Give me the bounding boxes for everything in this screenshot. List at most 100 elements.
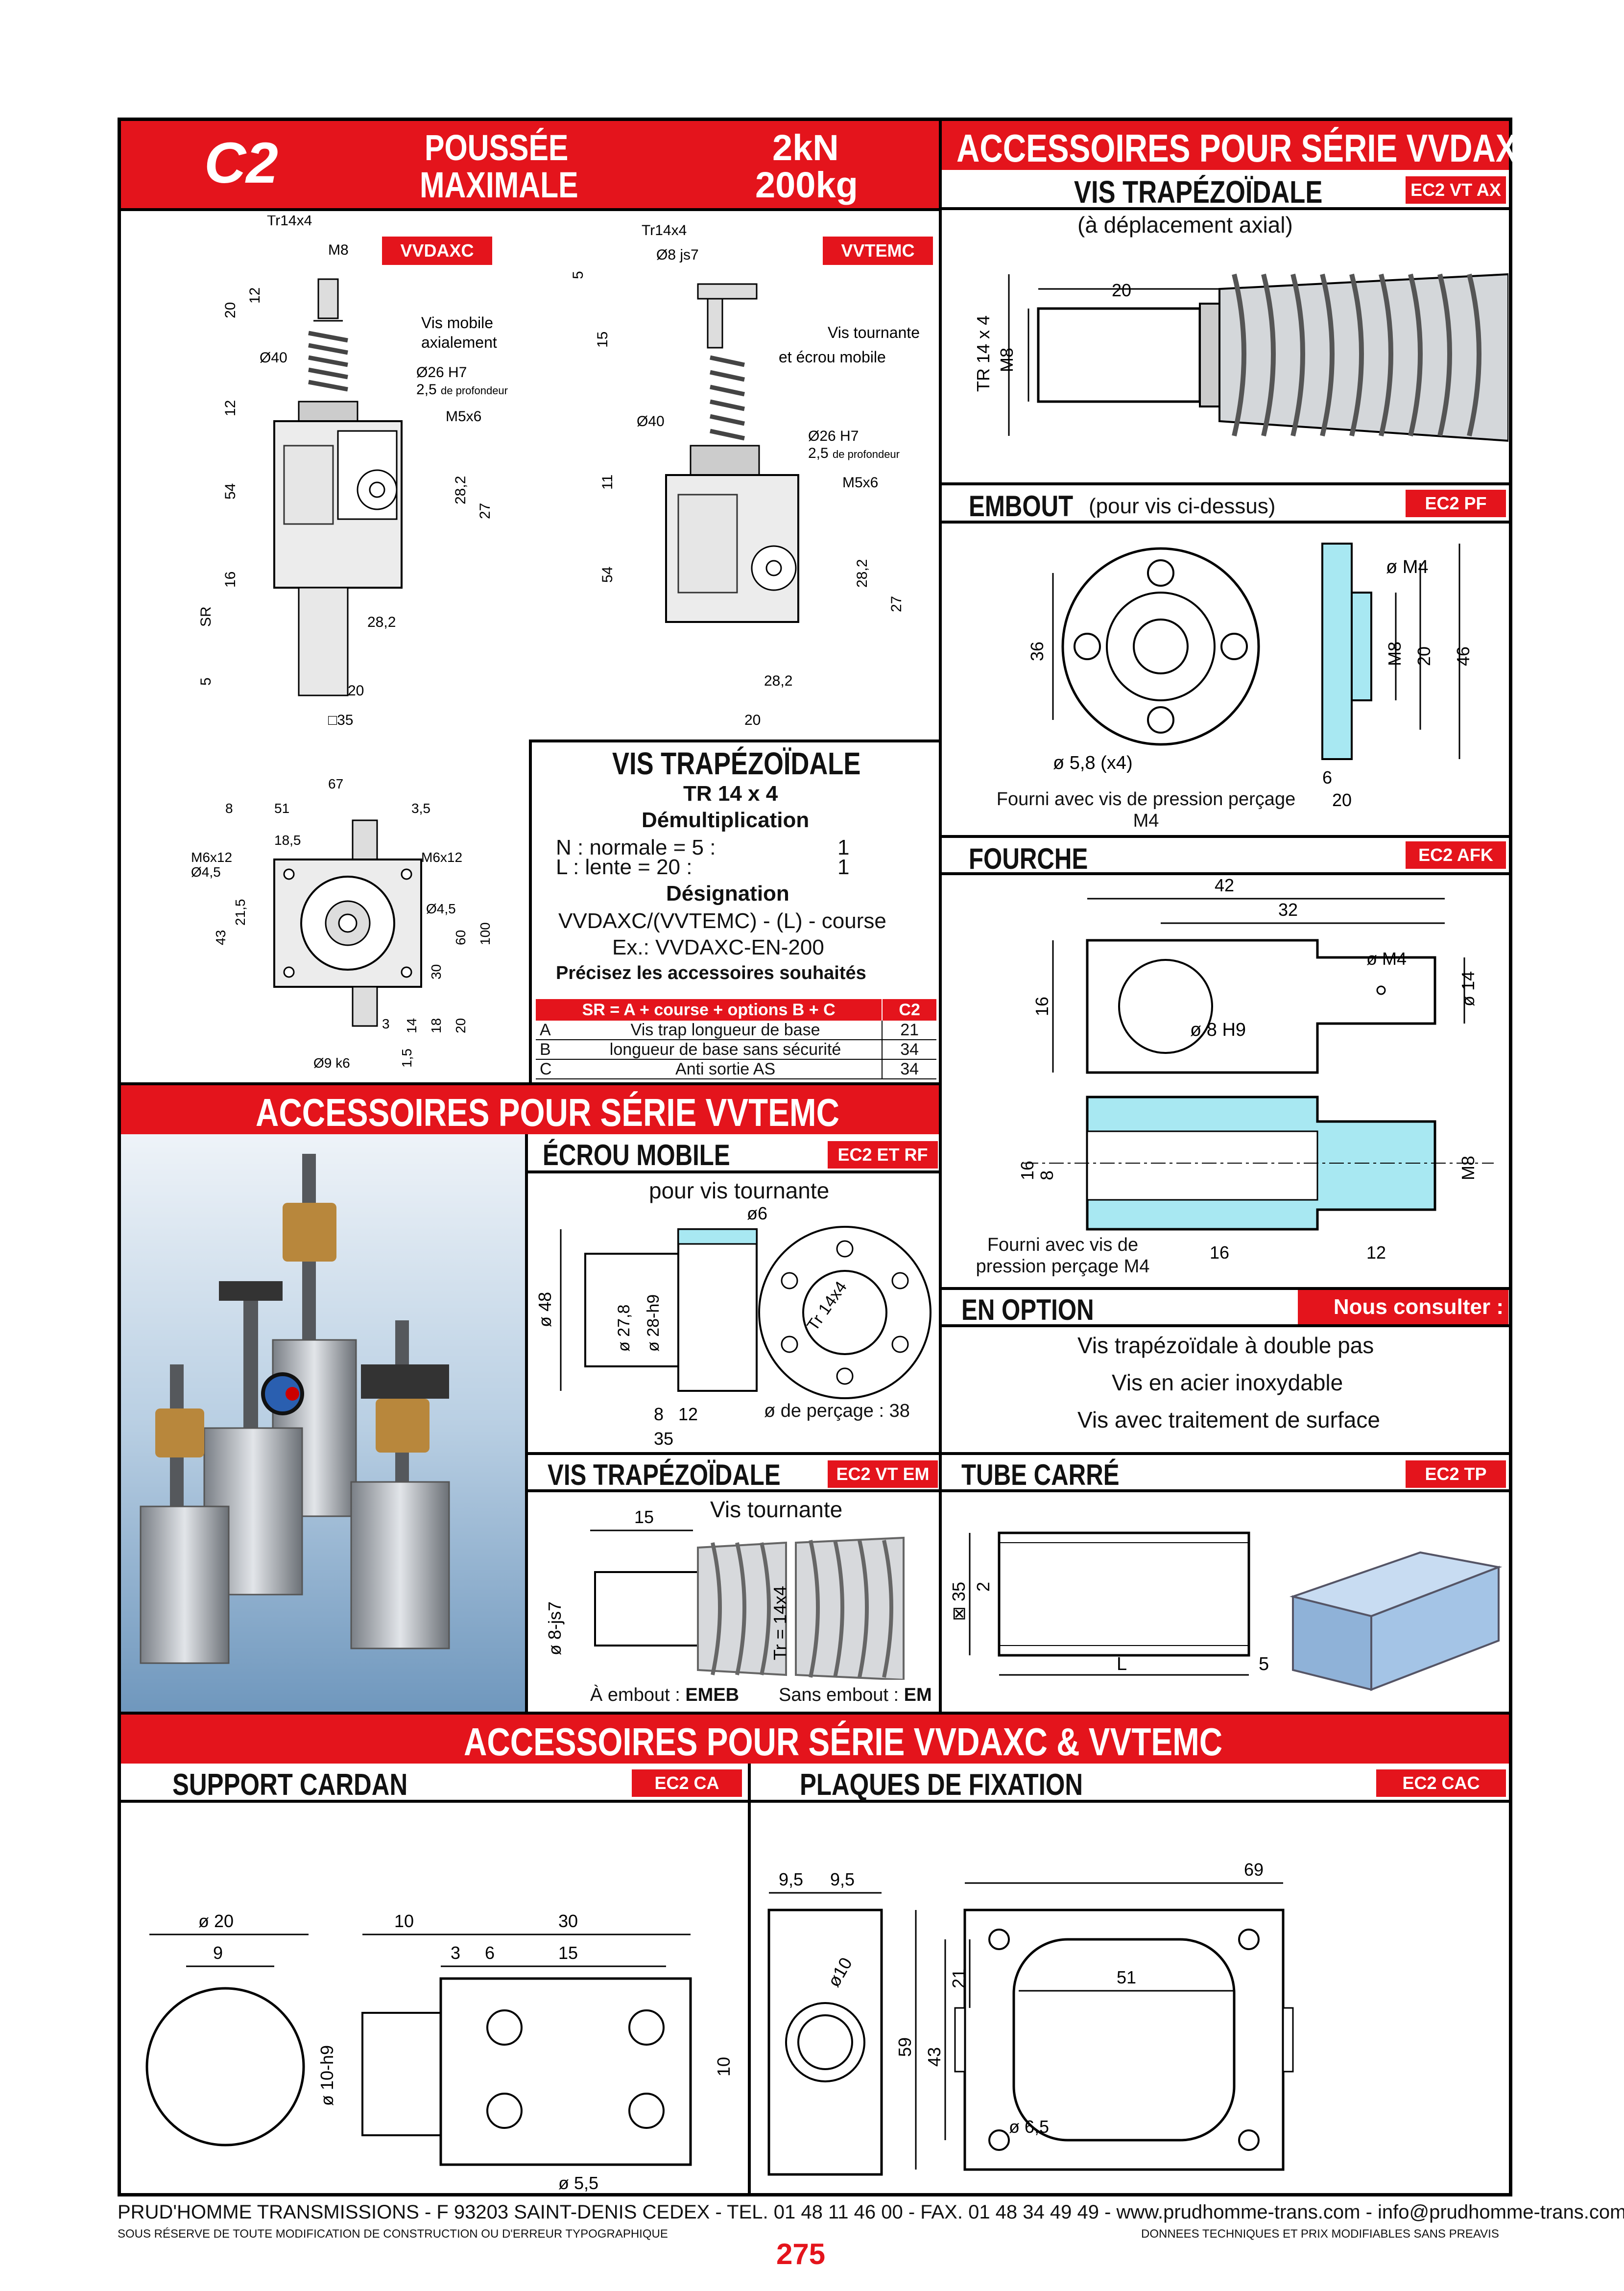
svg-text:18,5: 18,5 [274,833,301,848]
svg-text:ø 10-h9: ø 10-h9 [317,2045,337,2106]
header-bar-vvdaxc: ACCESSOIRES POUR SÉRIE VVDAXC [942,121,1540,170]
product-photo [121,1134,525,1712]
svg-text:M8: M8 [1385,642,1405,666]
vis-spec-demul: Démultiplication [642,808,810,832]
svg-text:Ø8 js7: Ø8 js7 [656,247,699,263]
screw-axial-drawing: 20 TR 14 x 4 M8 [973,273,1508,442]
svg-text:54: 54 [599,567,616,583]
svg-text:M6x12: M6x12 [421,850,462,865]
embout-note: Fourni avec vis de pression perçage M4 [996,789,1296,831]
svg-text:28,2: 28,2 [854,559,870,588]
code-ec2-vt-ax: EC2 VT AX [1406,176,1506,204]
cardan-header: SUPPORT CARDAN [121,1764,748,1803]
svg-text:21: 21 [949,1969,969,1988]
svg-text:Ø26 H7: Ø26 H7 [416,364,467,381]
sr-row-val: 21 [882,1021,936,1039]
svg-text:46: 46 [1453,646,1473,666]
svg-text:5: 5 [570,271,586,279]
vis-spec-des-line: VVDAXC/(VVTEMC) - (L) - course [558,909,886,933]
svg-text:2,5: 2,5 [416,382,437,398]
svg-text:Vis tournante: Vis tournante [828,324,920,341]
svg-text:43: 43 [213,930,228,945]
svg-text:20: 20 [744,712,761,728]
svg-text:16: 16 [1210,1242,1229,1259]
svg-text:42: 42 [1215,877,1234,895]
sr-row-desc: Anti sortie AS [675,1060,776,1078]
svg-text:3: 3 [451,1943,460,1963]
option-title: EN OPTION [961,1293,1094,1326]
divider-vvtemc [121,1082,942,1085]
svg-text:8: 8 [654,1404,664,1424]
svg-text:20: 20 [1112,280,1131,300]
sr-row-desc: longueur de base sans sécurité [609,1040,841,1059]
svg-text:15: 15 [634,1507,654,1527]
svg-text:ø 14: ø 14 [1458,971,1478,1006]
plaques-drawing: 9,5 9,5 ø10 69 51 ø 6,5 59 43 21 [767,1860,1294,2176]
svg-text:20: 20 [1414,646,1434,666]
svg-text:100: 100 [478,922,493,945]
vis-axial-header: VIS TRAPÉZOÏDALE [942,170,1509,210]
svg-text:8: 8 [1037,1170,1057,1180]
svg-text:ø M4: ø M4 [1366,949,1407,969]
sr-table-header: SR = A + course + options B + C [582,1001,836,1019]
sr-row-code: C [540,1060,552,1078]
divider-option [942,1287,1509,1290]
vis-spec-example: Ex.: VVDAXC-EN-200 [612,935,824,959]
svg-text:de profondeur: de profondeur [441,384,508,397]
svg-text:20: 20 [453,1018,468,1033]
svg-text:27: 27 [888,596,905,612]
section-title-both: ACCESSOIRES POUR SÉRIE VVDAXC & VVTEMC [464,1720,1223,1764]
footer-left-note: SOUS RÉSERVE DE TOUTE MODIFICATION DE CO… [118,2227,668,2241]
sr-row-desc: Vis trap longueur de base [630,1021,820,1039]
svg-text:SR: SR [198,606,214,627]
svg-text:3: 3 [382,1016,390,1031]
svg-text:28,2: 28,2 [764,673,792,689]
vis-spec-designation: Désignation [666,882,789,906]
ecrou-percage: ø de perçage : 38 [764,1401,910,1421]
vis-spec-lente: L : lente = 20 : [556,855,693,879]
svg-text:10: 10 [394,1911,414,1931]
svg-text:10: 10 [714,2057,734,2076]
svg-text:20: 20 [348,683,364,699]
svg-text:Ø40: Ø40 [260,350,287,366]
svg-text:54: 54 [222,483,239,500]
vis-axial-title: VIS TRAPÉZOÏDALE [1074,174,1323,210]
svg-text:51: 51 [1117,1967,1136,1987]
svg-text:60: 60 [453,930,468,945]
header-bar-c2: C2 POUSSÉE MAXIMALE 2kN 200kg [121,121,939,208]
svg-text:Tr = 14x4: Tr = 14x4 [770,1586,790,1660]
vis-em-emb-b: Sans embout : EM [779,1685,932,1705]
svg-text:12: 12 [222,400,239,416]
svg-text:2: 2 [973,1582,993,1592]
tube-title: TUBE CARRÉ [961,1458,1120,1491]
header-bar-vvtemc: ACCESSOIRES POUR SÉRIE VVTEMC [121,1085,939,1134]
poussee-label: POUSSÉE [425,127,569,168]
svg-text:ø 8-js7: ø 8-js7 [545,1601,565,1655]
plaques-header: PLAQUES DE FIXATION [751,1764,1509,1803]
svg-text:Tr14x4: Tr14x4 [267,215,312,229]
tag-vvdaxc: VVDAXC [382,237,492,265]
svg-text:axialement: axialement [421,334,497,351]
svg-text:6: 6 [485,1943,495,1963]
divider-photo [525,1134,528,1712]
svg-text:M5x6: M5x6 [446,408,481,425]
svg-text:2,5: 2,5 [808,445,829,461]
vis-spec-tr: TR 14 x 4 [683,782,778,806]
sr-row-val: 34 [882,1060,936,1078]
svg-text:Vis mobile: Vis mobile [421,314,493,332]
cardan-title: SUPPORT CARDAN [172,1768,408,1802]
svg-text:28,2: 28,2 [453,476,469,504]
svg-text:27: 27 [477,503,493,519]
page-number: 275 [776,2238,826,2270]
actuator-top-view: 67 51 18,5 8 3,5 M6x12 Ø4,5 M6x12 Ø4,5 4… [191,776,493,1071]
option-header: EN OPTION [942,1290,1509,1327]
option-item-3: Vis avec traitement de surface [1077,1407,1380,1432]
svg-text:de profondeur: de profondeur [833,448,900,460]
page-frame [118,118,1512,2196]
svg-text:M8: M8 [1458,1156,1478,1180]
svg-text:Tr14x4: Tr14x4 [642,222,687,239]
svg-text:15: 15 [595,332,611,348]
svg-text:16: 16 [222,572,239,588]
